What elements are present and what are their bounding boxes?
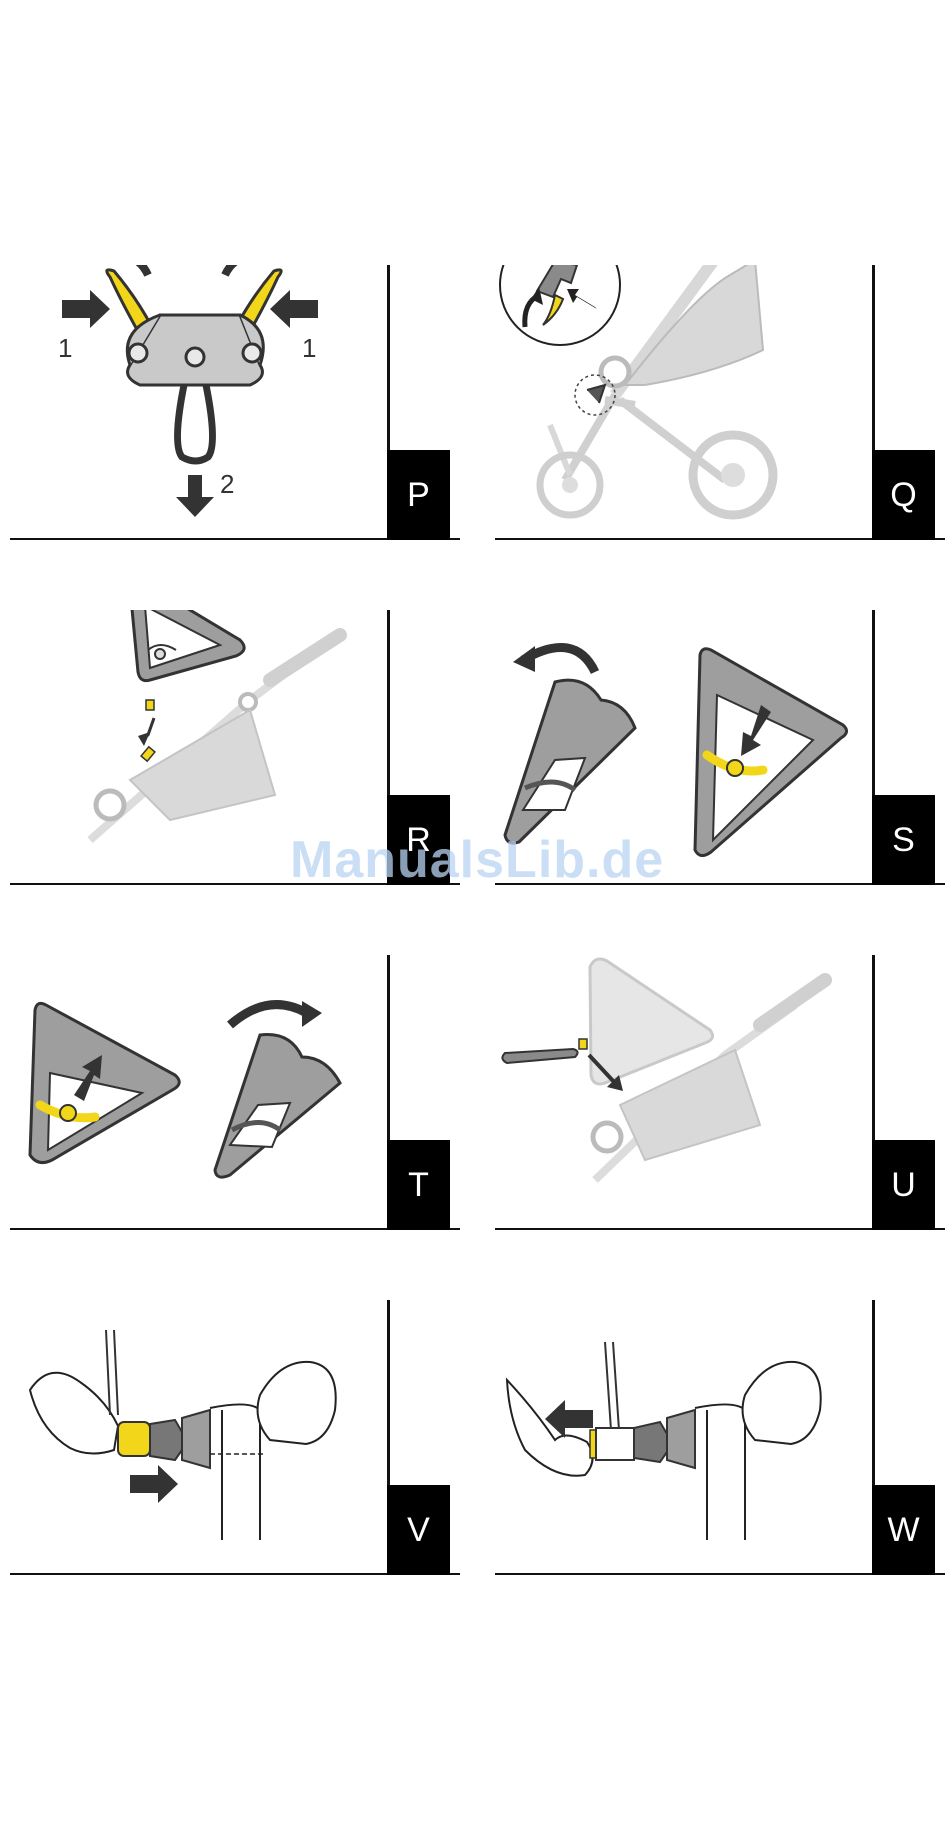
panel-label-q: Q xyxy=(872,450,935,540)
panel-label-w: W xyxy=(872,1485,935,1575)
panel-label-v: V xyxy=(387,1485,450,1575)
step-number-2: 2 xyxy=(220,469,234,499)
panel-p: 1 1 2 P xyxy=(10,265,460,540)
panel-label-p: P xyxy=(387,450,450,540)
step-number-1-left: 1 xyxy=(58,333,72,363)
panel-u: U xyxy=(495,955,945,1230)
panel-label-u: U xyxy=(872,1140,935,1230)
panel-t: T xyxy=(10,955,460,1230)
panel-q: Q xyxy=(495,265,945,540)
panel-w: W xyxy=(495,1300,945,1575)
step-number-1-right: 1 xyxy=(302,333,316,363)
watermark: ManualsLib.de xyxy=(290,830,664,890)
panel-v: V xyxy=(10,1300,460,1575)
panel-label-t: T xyxy=(387,1140,450,1230)
panel-label-s: S xyxy=(872,795,935,885)
